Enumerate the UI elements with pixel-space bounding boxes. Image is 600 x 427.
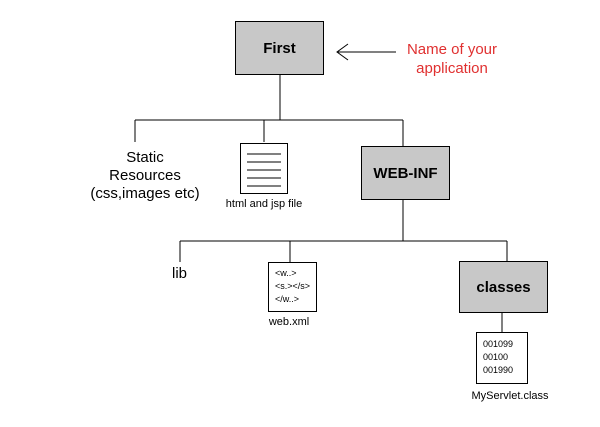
html-jsp-caption: html and jsp file (225, 198, 303, 210)
static-resources-label: Static Resources (css,images etc) (78, 149, 212, 203)
web-xml-line-3: </w..> (275, 294, 300, 304)
class-file-line-2: 00100 (483, 352, 509, 362)
html-jsp-document-icon (240, 143, 288, 194)
class-file-line-3: 001990 (483, 365, 514, 375)
first-node: First (235, 21, 324, 75)
web-inf-node-label: WEB-INF (373, 164, 438, 182)
class-file-line-1: 001099 (483, 339, 514, 349)
web-xml-line-1: <w..> (275, 268, 297, 278)
lib-label: lib (172, 265, 188, 282)
web-xml-line-2: <s.></s> (275, 281, 311, 291)
classes-node-label: classes (476, 278, 531, 296)
annotation-arrow (336, 43, 396, 61)
class-file-document-icon: 001099 00100 001990 (476, 332, 528, 384)
web-inf-node: WEB-INF (361, 146, 450, 200)
static-resources-line-3: (css,images etc) (90, 185, 200, 202)
web-xml-document-icon: <w..> <s.></s> </w..> (268, 262, 317, 312)
static-resources-line-2: Resources (109, 167, 181, 184)
classes-node: classes (459, 261, 548, 313)
annotation-line-2: application (416, 60, 488, 77)
annotation-line-1: Name of your (406, 41, 498, 58)
class-file-caption: MyServlet.class (471, 390, 549, 402)
web-xml-caption: web.xml (268, 316, 310, 328)
first-node-label: First (263, 39, 296, 57)
static-resources-line-1: Static (126, 149, 164, 166)
annotation-text: Name of your application (398, 40, 506, 78)
document-lines-icon (247, 153, 281, 187)
